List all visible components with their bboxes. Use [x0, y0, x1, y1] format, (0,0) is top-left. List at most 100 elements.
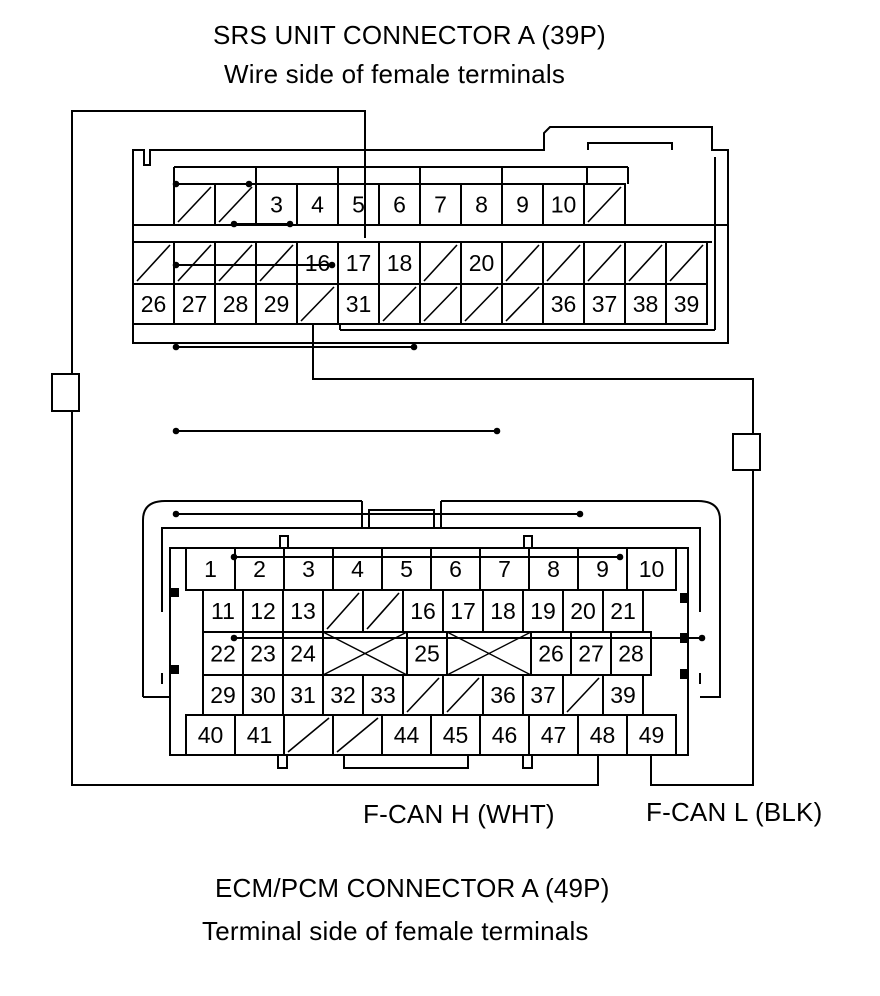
ecm-connector-title: ECM/PCM CONNECTOR A (49P)	[215, 873, 610, 903]
f-can-l-label: F-CAN L (BLK)	[646, 797, 823, 827]
ecm-terminal	[322, 589, 364, 633]
srs-terminal: 36	[542, 283, 585, 325]
ecm-terminal-number: 9	[596, 556, 609, 582]
ecm-connector-subtitle: Terminal side of female terminals	[202, 916, 589, 946]
srs-terminal-number: 6	[393, 192, 406, 218]
ecm-terminal	[562, 674, 604, 716]
ecm-terminal: 33	[362, 674, 404, 716]
srs-shorting-bar-7-8	[172, 427, 501, 435]
ecm-terminal-number: 24	[290, 641, 316, 667]
ecm-terminal-number: 21	[610, 598, 636, 624]
ecm-terminal: 20	[562, 589, 604, 633]
srs-terminal: 3	[255, 183, 298, 226]
srs-terminal-number: 3	[270, 192, 283, 218]
srs-terminal-number: 37	[592, 291, 618, 317]
ecm-terminal	[362, 589, 404, 633]
srs-terminal	[419, 241, 462, 285]
srs-terminal: 8	[460, 183, 503, 226]
ecm-terminal-number: 31	[290, 682, 316, 708]
ecm-terminal: 40	[185, 714, 236, 756]
srs-terminal	[501, 283, 544, 325]
ecm-terminal: 28	[610, 631, 652, 676]
srs-terminal	[173, 183, 216, 226]
ecm-terminal-number: 5	[400, 556, 413, 582]
ecm-terminal-number: 27	[578, 641, 604, 667]
ecm-terminal: 2	[234, 547, 285, 591]
ecm-terminal: 10	[626, 547, 677, 591]
wire-f-can-h-lower	[71, 411, 599, 786]
ecm-latch-marks	[171, 588, 688, 679]
srs-terminal: 39	[665, 283, 708, 325]
ecm-terminal-number: 7	[498, 556, 511, 582]
srs-terminal-number: 38	[633, 291, 659, 317]
ecm-terminal: 30	[242, 674, 284, 716]
ecm-terminal: 7	[479, 547, 530, 591]
srs-terminal: 4	[296, 183, 339, 226]
srs-terminal	[255, 241, 298, 285]
wire-f-can-h	[71, 110, 366, 374]
ecm-terminal: 13	[282, 589, 324, 633]
srs-terminal: 7	[419, 183, 462, 226]
srs-terminal: 6	[378, 183, 421, 226]
ecm-terminal: 44	[381, 714, 432, 756]
ecm-terminal-number: 47	[541, 722, 567, 748]
srs-terminal-number: 39	[674, 291, 700, 317]
ecm-terminal: 47	[528, 714, 579, 756]
srs-terminal	[214, 241, 257, 285]
ecm-terminal	[402, 674, 444, 716]
srs-shorting-bar-9-10	[172, 510, 584, 518]
srs-terminal-number: 7	[434, 192, 447, 218]
inline-connector-f-can-l	[732, 433, 761, 471]
srs-shorting-bar-3-4	[172, 261, 336, 269]
ecm-terminal: 18	[482, 589, 524, 633]
ecm-terminal-number: 32	[330, 682, 356, 708]
srs-terminal	[296, 283, 339, 325]
srs-terminal	[665, 241, 708, 285]
ecm-terminal-number: 30	[250, 682, 276, 708]
srs-terminal: 28	[214, 283, 257, 325]
ecm-terminal: 3	[283, 547, 334, 591]
srs-terminal	[624, 241, 667, 285]
ecm-terminal-number: 44	[394, 722, 420, 748]
ecm-terminal: 16	[402, 589, 444, 633]
ecm-terminal: 49	[626, 714, 677, 756]
ecm-terminal: 31	[282, 674, 324, 716]
ecm-terminal: 48	[577, 714, 628, 756]
ecm-terminal: 46	[479, 714, 530, 756]
ecm-terminal-number: 36	[490, 682, 516, 708]
ecm-terminal: 6	[430, 547, 481, 591]
ecm-terminal: 39	[602, 674, 644, 716]
ecm-terminal-number: 1	[204, 556, 217, 582]
ecm-terminal-number: 25	[414, 641, 440, 667]
srs-terminal-number: 36	[551, 291, 577, 317]
wire-f-can-l-lower	[650, 470, 754, 786]
ecm-terminal-number: 18	[490, 598, 516, 624]
srs-terminal: 26	[132, 283, 175, 325]
ecm-terminal-number: 23	[250, 641, 276, 667]
ecm-terminal-number: 45	[443, 722, 469, 748]
srs-terminal: 10	[542, 183, 585, 226]
srs-connector-title: SRS UNIT CONNECTOR A (39P)	[213, 20, 606, 50]
srs-terminal-number: 20	[469, 250, 495, 276]
srs-terminal-number: 16	[305, 250, 331, 276]
ecm-terminal: 19	[522, 589, 564, 633]
ecm-terminal-number: 16	[410, 598, 436, 624]
ecm-terminal-number: 28	[618, 641, 644, 667]
ecm-terminal-number: 12	[250, 598, 276, 624]
srs-shorting-bar-23-24	[230, 553, 624, 561]
ecm-terminal: 5	[381, 547, 432, 591]
srs-terminal	[132, 241, 175, 285]
srs-connector-subtitle: Wire side of female terminals	[224, 59, 566, 89]
srs-terminal-number: 29	[264, 291, 290, 317]
ecm-terminal-number: 22	[210, 641, 236, 667]
srs-terminal	[378, 283, 421, 325]
srs-terminal	[501, 241, 544, 285]
ecm-terminal-number: 20	[570, 598, 596, 624]
srs-terminal-number: 8	[475, 192, 488, 218]
srs-terminal-number: 9	[516, 192, 529, 218]
ecm-terminal-number: 37	[530, 682, 556, 708]
srs-terminal: 18	[378, 241, 421, 285]
srs-terminal: 27	[173, 283, 216, 325]
srs-terminal-number: 28	[223, 291, 249, 317]
srs-shorting-bar-14-15	[230, 220, 294, 228]
